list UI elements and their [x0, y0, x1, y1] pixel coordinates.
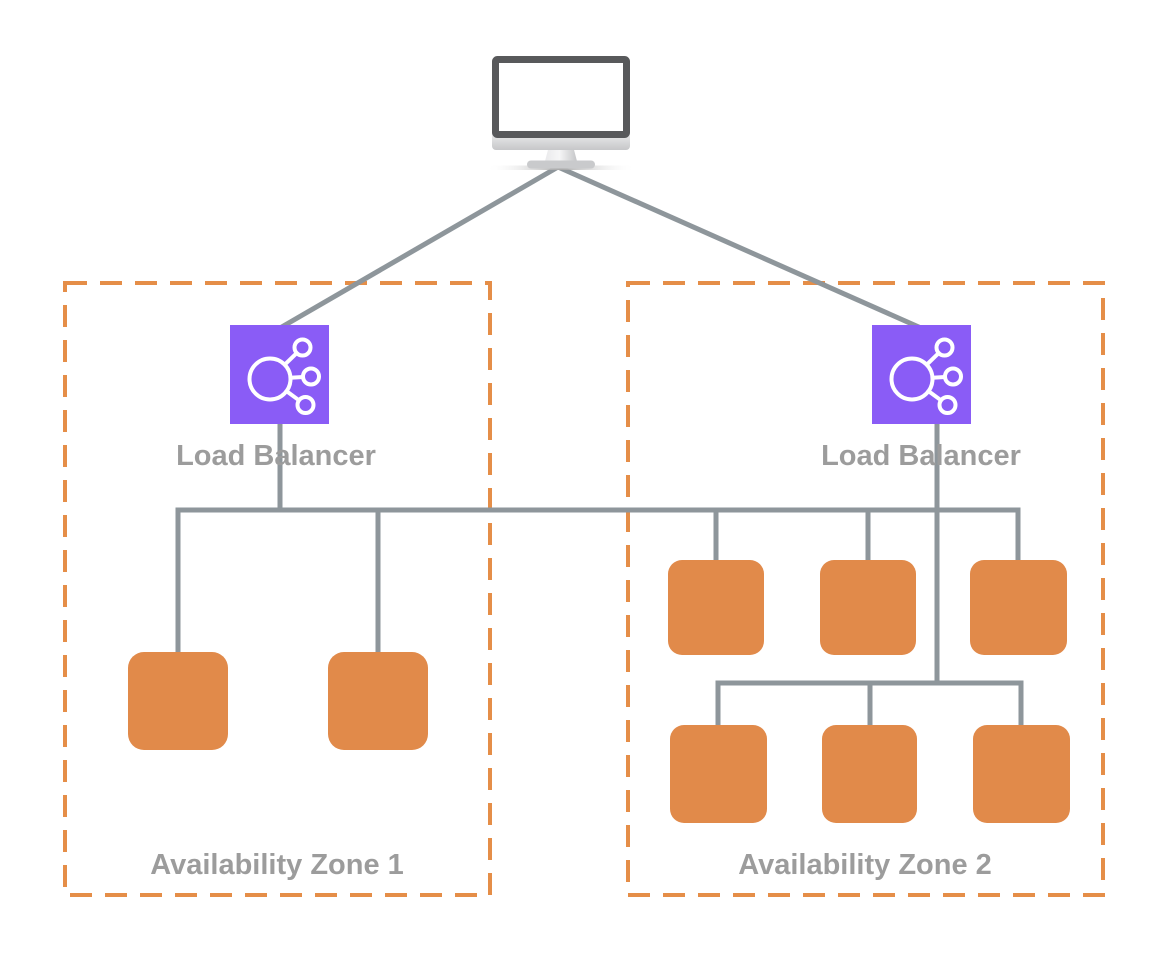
- zone-2-label: Availability Zone 2: [738, 849, 992, 881]
- zone-1-label: Availability Zone 1: [150, 849, 404, 881]
- server-node-az1-1: [128, 652, 228, 750]
- load-balancer-nodes: [230, 325, 971, 424]
- server-node-az2-1: [668, 560, 764, 655]
- server-nodes: [128, 560, 1070, 823]
- load-balancer-2-label: Load Balancer: [821, 440, 1021, 472]
- server-node-az2-3: [970, 560, 1067, 655]
- server-node-az1-2: [328, 652, 428, 750]
- monitor-neck: [544, 146, 578, 165]
- load-balancer-2-icon: [872, 325, 971, 424]
- zone-2-boundary: [626, 281, 1105, 897]
- connectors: [175, 164, 1024, 728]
- server-node-az2-6: [973, 725, 1070, 823]
- connector-client-to-lb2: [556, 164, 923, 331]
- load-balancer-1-label: Load Balancer: [176, 440, 376, 472]
- monitor-base: [527, 160, 595, 169]
- monitor-screen: [492, 56, 630, 138]
- zone-1-boundary: [63, 281, 492, 897]
- connector-client-to-lb1: [278, 164, 560, 331]
- client-desktop-monitor-icon: [486, 56, 636, 170]
- server-node-az2-2: [820, 560, 916, 655]
- server-node-az2-5: [822, 725, 917, 823]
- load-balancer-1-icon: [230, 325, 329, 424]
- server-node-az2-4: [670, 725, 767, 823]
- diagram-labels: Load Balancer Load Balancer Availability…: [150, 440, 1021, 881]
- zone-boundaries: [63, 281, 1105, 897]
